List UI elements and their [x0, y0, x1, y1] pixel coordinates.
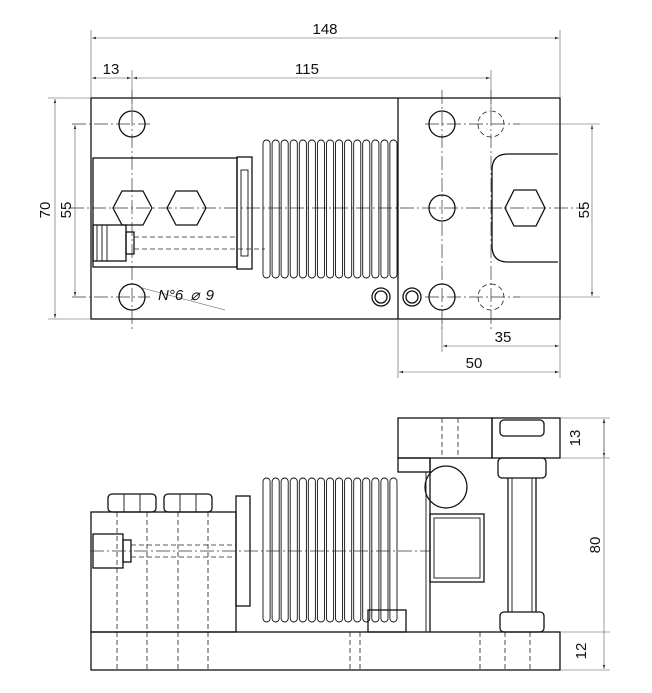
base-plate-side: [90, 631, 561, 671]
bellows-top: [262, 139, 398, 279]
dim-hole-spacing: 115: [295, 61, 319, 78]
bellows-convolution: [389, 477, 398, 623]
bellows-convolution: [371, 139, 380, 279]
dim-overall-length: 148: [312, 21, 337, 38]
bellows-convolution: [298, 139, 307, 279]
bellows-side: [262, 477, 398, 623]
bolt-head-side: [163, 493, 213, 513]
top-plate-side: [397, 417, 493, 459]
hole-note: N°6 ⌀ 9: [158, 287, 215, 304]
bellows-convolution: [298, 477, 307, 623]
bellows-convolution: [371, 477, 380, 623]
dim-overall-height: 80: [587, 537, 604, 554]
bellows-convolution: [353, 477, 362, 623]
small-hole: [371, 287, 391, 307]
bellows-convolution: [344, 477, 353, 623]
bellows-convolution: [380, 477, 389, 623]
load-cell-block: [90, 511, 237, 633]
hidden-hole: [477, 283, 505, 311]
load-cell-flange: [236, 156, 253, 270]
bellows-convolution: [335, 139, 344, 279]
bellows-convolution: [326, 477, 335, 623]
bellows-convolution: [335, 477, 344, 623]
hole-note-leader: [141, 287, 226, 311]
base-nut: [499, 611, 545, 633]
dim-right-hole-offset: 35: [495, 329, 512, 346]
bellows-convolution: [289, 139, 298, 279]
support-block-inner: [433, 517, 481, 579]
small-hole: [402, 287, 422, 307]
hex-bolt-head: [166, 190, 207, 226]
top-plate-lug: [397, 457, 431, 473]
lower-nut: [497, 457, 547, 479]
bellows-convolution: [380, 139, 389, 279]
dim-edge-to-hole: 13: [103, 61, 120, 78]
cable-connector-nut: [125, 231, 135, 255]
bellows-convolution: [262, 477, 271, 623]
flange-groove: [240, 169, 249, 257]
bellows-convolution: [307, 477, 316, 623]
small-hole-inner: [374, 290, 388, 304]
small-hole-inner: [405, 290, 419, 304]
bellows-convolution: [280, 139, 289, 279]
dim-hole-spacing-right: 55: [576, 202, 593, 219]
bellows-convolution: [289, 477, 298, 623]
bellows-convolution: [271, 139, 280, 279]
top-view: 148 13 115 70 55 55 35 50 N°6 ⌀ 9: [37, 21, 600, 378]
hex-nut: [504, 189, 546, 227]
bellows-convolution: [262, 139, 271, 279]
bellows-convolution: [280, 477, 289, 623]
diameter-symbol: ⌀: [190, 287, 201, 304]
mounting-hole: [118, 283, 146, 311]
bellows-foot: [367, 609, 407, 633]
dim-base-thickness: 12: [573, 643, 590, 660]
bellows-convolution: [362, 139, 371, 279]
mounting-hole: [428, 110, 456, 138]
cable-connector: [92, 224, 127, 262]
dim-hole-spacing-left: 55: [58, 202, 75, 219]
bellows-convolution: [307, 139, 316, 279]
bellows-convolution: [316, 477, 325, 623]
hole-diameter: 9: [206, 287, 215, 304]
upper-nut: [499, 419, 545, 437]
dim-top-plate-thickness: 13: [567, 430, 584, 447]
bellows-convolution: [271, 477, 280, 623]
dim-right-plate-width: 50: [466, 355, 483, 372]
bellows-convolution: [353, 139, 362, 279]
load-clamp: [491, 153, 558, 263]
bellows-convolution: [362, 477, 371, 623]
bellows-convolution: [326, 139, 335, 279]
dim-overall-width: 70: [37, 202, 54, 219]
side-view: 13 80 12: [90, 417, 610, 671]
bellows-convolution: [316, 139, 325, 279]
mounting-hole: [428, 194, 456, 222]
pivot-ball: [424, 465, 468, 509]
clamp-plate-side: [491, 417, 561, 459]
base-plate-outline: [90, 97, 561, 320]
hidden-hole: [477, 110, 505, 138]
bellows-convolution: [389, 139, 398, 279]
load-cell-body: [92, 157, 238, 268]
mounting-hole: [118, 110, 146, 138]
hole-count: N°6: [158, 287, 184, 304]
support-block: [429, 513, 485, 583]
bellows-convolution: [344, 139, 353, 279]
bolt-head-side: [107, 493, 157, 513]
